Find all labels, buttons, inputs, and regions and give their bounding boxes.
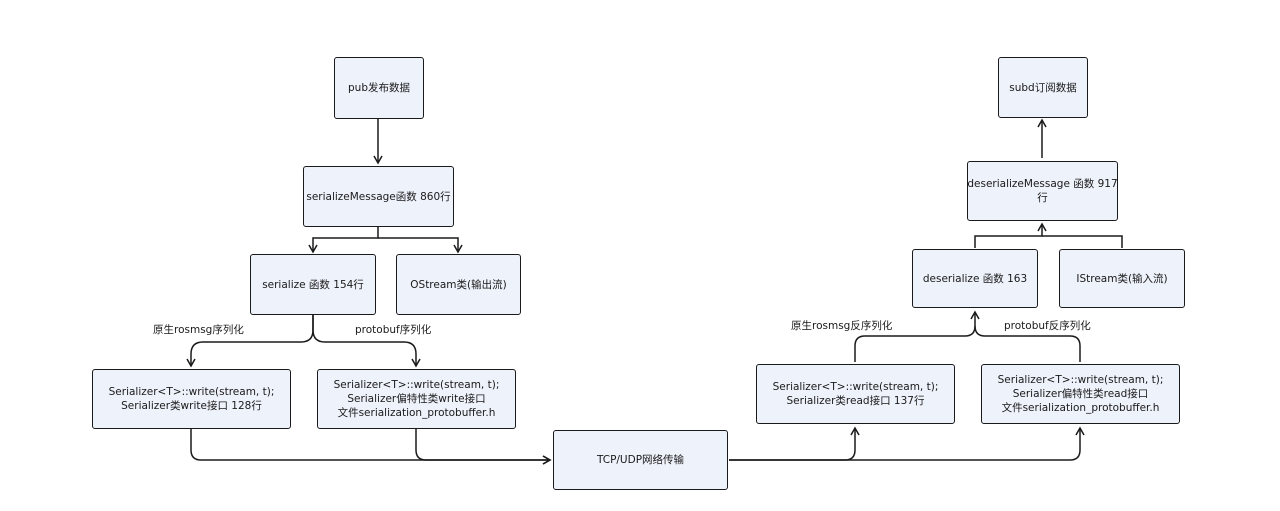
edge-transport-to-rosmsg-read [729, 426, 860, 461]
serializer-rosmsg-write-node: Serializer<T>::write(stream, t);Serializ… [92, 369, 291, 429]
label-rosmsg-deserialize: 原生rosmsg反序列化 [791, 320, 893, 332]
edge-istream-to-deserialize-message [1042, 235, 1123, 248]
node-text-line: pub发布数据 [348, 82, 410, 94]
node-text-line: deserializeMessage 函数 917 [967, 178, 1118, 190]
serializer-protobuf-write-node: Serializer<T>::write(stream, t);Serializ… [317, 369, 516, 429]
edge-serialize-to-protobuf-write [312, 315, 421, 368]
deserialize-function-node: deserialize 函数 163 [912, 249, 1038, 308]
serializer-rosmsg-read-node: Serializer<T>::write(stream, t);Serializ… [756, 364, 955, 424]
pub-publish-node: pub发布数据 [334, 57, 424, 119]
node-text-line: serialize 函数 154行 [262, 278, 364, 291]
label-rosmsg-serialize: 原生rosmsg序列化 [153, 324, 244, 336]
edge-protobuf-read-to-deserialize [974, 325, 1081, 362]
node-text-line: Serializer<T>::write(stream, t); [997, 374, 1164, 386]
edge-serialize-to-rosmsg-write [186, 315, 314, 368]
node-text-line: Serializer<T>::write(stream, t); [108, 386, 275, 398]
label-protobuf-serialize: protobuf序列化 [355, 324, 432, 336]
edge-serialize-message-to-ostream [378, 237, 463, 254]
edge-deserialize-to-deserialize-message [974, 222, 1047, 248]
edge-transport-to-protobuf-read [729, 426, 1085, 461]
edge-rosmsg-read-to-deserialize [854, 310, 980, 362]
node-text-line: IStream类(输入流) [1076, 272, 1168, 285]
node-text-line: Serializer偏特性类read接口 [1012, 388, 1149, 400]
edge-protobuf-write-to-transport [415, 429, 552, 465]
node-text-line: Serializer类write接口 128行 [121, 400, 262, 412]
node-text-line: serializeMessage函数 860行 [306, 190, 451, 203]
serialize-message-node: serializeMessage函数 860行 [303, 166, 454, 227]
label-protobuf-deserialize: protobuf反序列化 [1004, 320, 1091, 332]
deserialize-message-node: deserializeMessage 函数 917 行 [967, 161, 1118, 221]
node-text-line: OStream类(输出流) [410, 278, 507, 291]
ostream-node: OStream类(输出流) [396, 254, 521, 315]
tcp-udp-transport-node: TCP/UDP网络传输 [553, 430, 728, 490]
node-text-line: deserialize 函数 163 [922, 272, 1028, 285]
serializer-protobuf-read-node: Serializer<T>::write(stream, t);Serializ… [981, 364, 1180, 424]
node-text-line: Serializer偏特性类write接口 [347, 393, 486, 405]
sub-subscribe-node: subd订阅数据 [998, 57, 1088, 118]
node-text-line: Serializer<T>::write(stream, t); [333, 379, 500, 391]
node-text-line: 文件serialization_protobuffer.h [1001, 402, 1160, 414]
node-text-line: subd订阅数据 [1009, 81, 1077, 94]
edge-serialize-message-to-serialize [308, 227, 379, 254]
edge-rosmsg-write-to-transport [190, 429, 552, 465]
serialize-function-node: serialize 函数 154行 [250, 254, 376, 315]
node-text-line: 行 [1037, 192, 1048, 204]
node-text-line: TCP/UDP网络传输 [596, 454, 685, 466]
node-text-line: Serializer<T>::write(stream, t); [772, 381, 939, 393]
node-text-line: Serializer类read接口 137行 [786, 395, 925, 407]
istream-node: IStream类(输入流) [1059, 249, 1185, 308]
node-text-line: 文件serialization_protobuffer.h [337, 407, 496, 419]
